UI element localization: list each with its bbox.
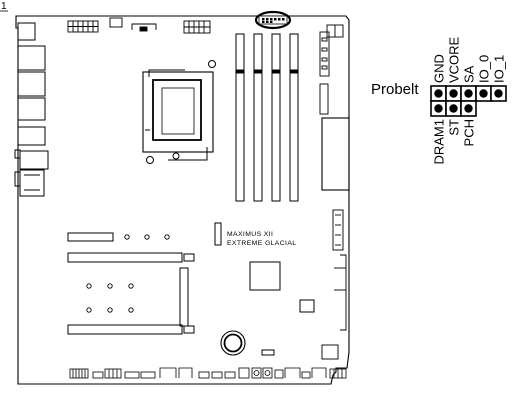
rear-io-ports [14, 22, 49, 197]
top-1-pin [449, 89, 458, 98]
corner-marker: 1 [1, 1, 7, 12]
top-3-pin [479, 89, 488, 98]
top-4-pin [494, 89, 503, 98]
top-pin-label: SA [462, 65, 477, 83]
probelt-pin-grid [430, 85, 507, 117]
m2-standoffs [86, 234, 170, 313]
pcie-slots [67, 232, 195, 335]
top-pin-label: VCORE [447, 36, 462, 83]
top-pin-label: IO_0 [477, 55, 492, 83]
chipset-area [214, 222, 315, 356]
top-2-pin [464, 89, 473, 98]
top-pin-label: IO_1 [492, 55, 507, 83]
top-pin-label: GND [432, 54, 447, 83]
probelt-label: Probelt [371, 81, 419, 98]
probelt-header-on-board [254, 10, 292, 30]
top-0-pin [434, 89, 443, 98]
bottom-0-pin [434, 104, 443, 113]
bottom-headers [69, 367, 347, 379]
cmos-battery [220, 330, 246, 356]
board-model-line1: MAXIMUS XII [227, 231, 273, 238]
bottom-1-pin [449, 104, 458, 113]
bottom-2-pin [464, 104, 473, 113]
bottom-pin-label: DRAM1 [432, 119, 447, 165]
right-edge-components [319, 31, 350, 360]
dimm-slots [235, 33, 299, 202]
cpu-socket [142, 60, 216, 164]
top-headers [67, 17, 344, 38]
board-model-line2: EXTREME GLACIAL [227, 240, 296, 247]
bottom-pin-label: PCH [462, 119, 477, 146]
bottom-pin-label: ST [447, 119, 462, 136]
